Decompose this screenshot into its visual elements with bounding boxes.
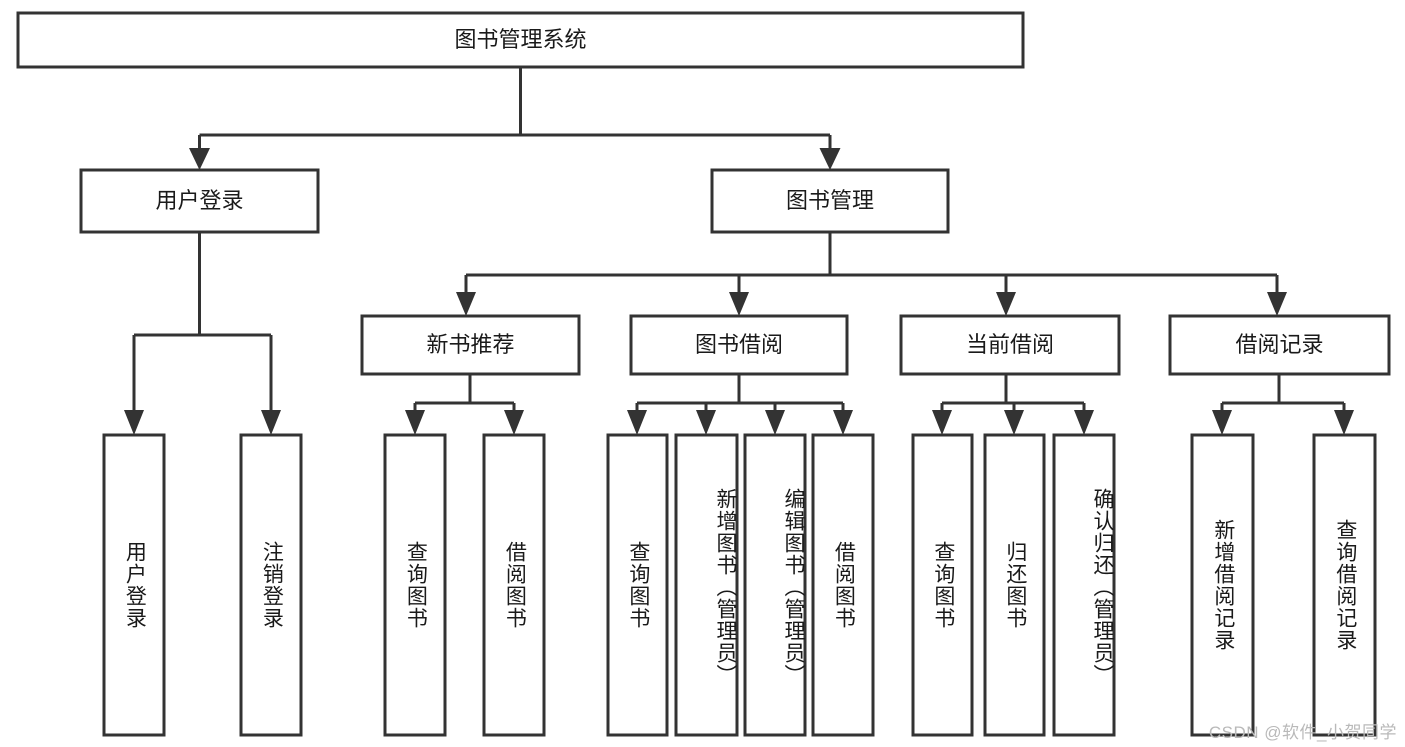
leaf-query-book-bb-label: 查询图书 [626, 541, 650, 629]
leaf-user-logout-box[interactable] [239, 433, 303, 737]
node-book-manage-label: 图书管理 [785, 188, 874, 214]
arrowhead-leaf-query-book-rec [405, 410, 425, 435]
arrowhead-to-new-book-recommend [456, 292, 476, 316]
arrowhead-leaf-user-logout [261, 410, 281, 435]
leaf-return-book-label: 归还图书 [1003, 541, 1027, 629]
node-book-manage-box[interactable] [710, 168, 950, 234]
leaf-confirm-return-admin-label: 确认归还（管理员） [1091, 488, 1114, 686]
leaf-user-login-box[interactable] [102, 433, 166, 737]
leaf-query-book-rec-label: 查询图书 [404, 541, 428, 629]
arrowhead-leaf-user-login [124, 410, 144, 435]
leaf-user-logout-label: 注销登录 [260, 541, 284, 629]
arrowhead-to-book-borrow [729, 292, 749, 316]
leaf-add-book-admin-label: 新增图书（管理员） [714, 488, 737, 686]
arrowhead-leaf-edit-book-admin [765, 410, 785, 435]
leaf-query-borrow-record-box[interactable] [1312, 433, 1377, 737]
node-borrow-record-label: 借阅记录 [1235, 332, 1324, 358]
arrowhead-leaf-query-book-bb [627, 410, 647, 435]
node-current-borrow-box[interactable] [899, 314, 1121, 376]
arrowhead-leaf-return-book [1004, 410, 1024, 435]
leaf-add-borrow-record-label: 新增借阅记录 [1211, 519, 1235, 651]
leaf-edit-book-admin-box[interactable] [743, 433, 807, 737]
node-user-login-box[interactable] [79, 168, 320, 234]
node-new-book-recommend-box[interactable] [360, 314, 581, 376]
node-root-label: 图书管理系统 [454, 27, 587, 53]
node-book-borrow-label: 图书借阅 [694, 332, 783, 358]
arrowhead-leaf-add-book-admin [696, 410, 716, 435]
arrowhead-to-user-login [189, 148, 210, 170]
node-new-book-recommend-label: 新书推荐 [426, 332, 515, 358]
node-user-login-label: 用户登录 [155, 188, 244, 214]
leaf-query-book-cb-label: 查询图书 [931, 541, 955, 629]
leaf-query-book-cb-box[interactable] [911, 433, 974, 737]
leaf-borrow-book-rec-label: 借阅图书 [503, 541, 527, 629]
arrowhead-to-current-borrow [996, 292, 1016, 316]
leaf-user-login-label: 用户登录 [123, 541, 147, 629]
leaf-borrow-book-bb-box[interactable] [811, 433, 875, 737]
node-book-borrow-box[interactable] [629, 314, 849, 376]
arrowhead-leaf-query-borrow-record [1334, 410, 1354, 435]
leaf-query-book-rec-box[interactable] [383, 433, 447, 737]
watermark-text: CSDN @软件_小贺同学 [1208, 723, 1397, 742]
leaf-borrow-book-rec-box[interactable] [482, 433, 546, 737]
leaf-query-borrow-record-label: 查询借阅记录 [1333, 519, 1357, 651]
leaf-borrow-book-bb-label: 借阅图书 [832, 541, 856, 629]
arrowhead-leaf-confirm-return-admin [1074, 410, 1094, 435]
leaf-return-book-box[interactable] [983, 433, 1046, 737]
arrowhead-leaf-query-book-cb [932, 410, 952, 435]
leaf-add-book-admin-box[interactable] [674, 433, 739, 737]
leaf-confirm-return-admin-box[interactable] [1052, 433, 1116, 737]
node-root-box[interactable] [16, 11, 1025, 69]
arrowhead-to-borrow-record [1267, 292, 1287, 316]
arrowhead-to-book-manage [819, 148, 841, 170]
arrowhead-leaf-borrow-book-rec [504, 410, 524, 435]
arrowhead-leaf-add-borrow-record [1212, 410, 1232, 435]
node-current-borrow-label: 当前借阅 [965, 332, 1054, 358]
leaf-add-borrow-record-box[interactable] [1190, 433, 1255, 737]
arrowhead-leaf-borrow-book-bb [833, 410, 853, 435]
leaf-query-book-bb-box[interactable] [606, 433, 669, 737]
leaf-edit-book-admin-label: 编辑图书（管理员） [782, 488, 805, 686]
